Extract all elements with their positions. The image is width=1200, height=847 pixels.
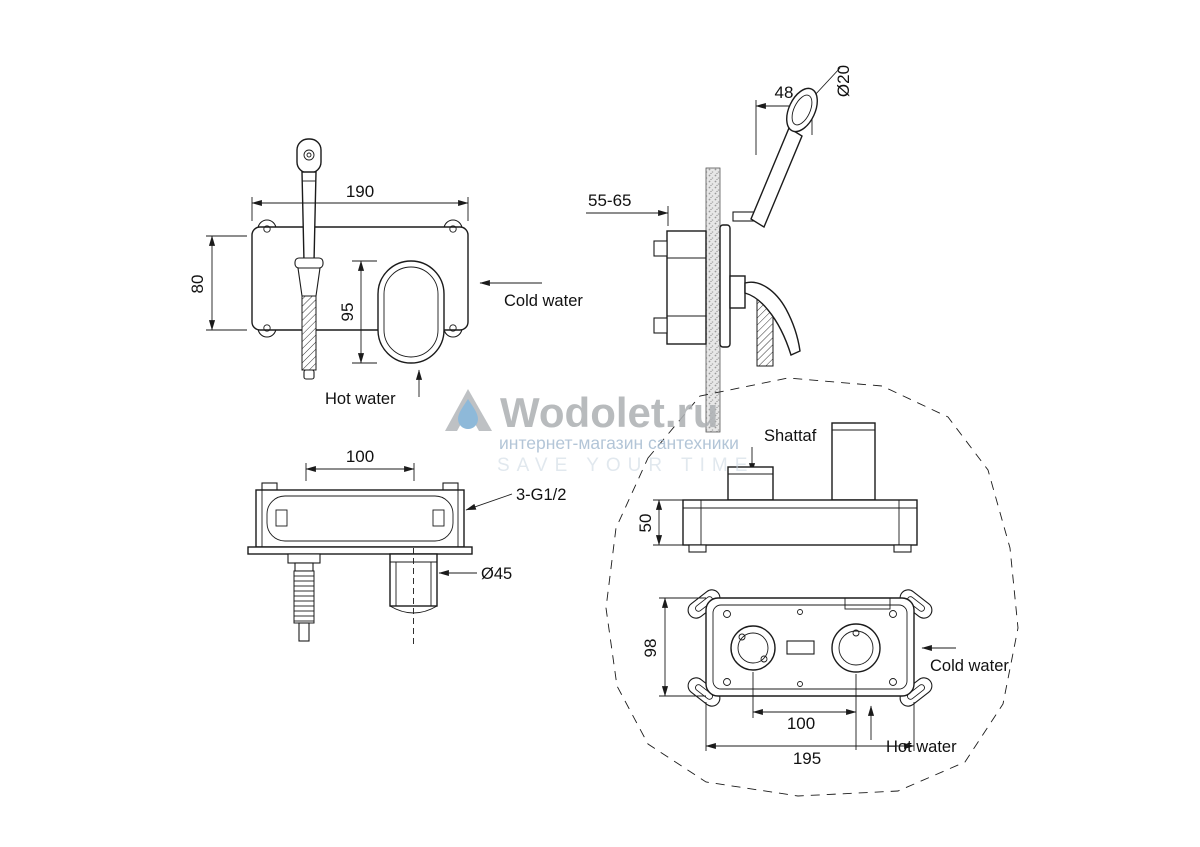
hot-valve-port (730, 625, 776, 671)
dim-axis-spacing: 100 (305, 447, 415, 481)
base-plate-plan (247, 546, 473, 555)
concealed-box-side (666, 230, 707, 345)
cold-water-callout-detail: Cold water (921, 644, 1009, 675)
hot-water-label: Hot water (325, 390, 396, 408)
watermark: SAVE YOUR TIME Wodolet.ru интернет-магаз… (445, 389, 754, 476)
cold-water-label: Cold water (930, 657, 1009, 675)
shattaf-label: Shattaf (764, 427, 817, 445)
holder-flange (287, 553, 321, 564)
concealed-box-front-elevation (687, 589, 933, 707)
detail-boundary (605, 377, 1019, 797)
hot-water-callout-detail: Hot water (867, 705, 957, 756)
center-plate (786, 640, 815, 655)
left-port-cylinder (727, 466, 774, 501)
dim-mounting-depth: 55-65 (586, 191, 669, 226)
plan-view: 100 3-G1/2 Ø45 (247, 447, 566, 648)
shower-hose (301, 295, 317, 371)
dim-box-height: 98 (641, 597, 706, 697)
sprayer-holder-ring (294, 257, 324, 269)
watermark-subtitle: интернет-магазин сантехники (499, 433, 739, 453)
box-foot (688, 544, 707, 553)
dim-handle-height: 95 (338, 260, 377, 364)
sprayer-handle-side (750, 126, 803, 229)
shattaf-callout: Shattaf (748, 427, 817, 474)
dim-plate-height: 80 (188, 235, 247, 331)
dim-d45-text: Ø45 (481, 565, 512, 583)
hose-coil-plan (293, 570, 315, 624)
front-view: 190 80 95 Cold water Hot water (188, 138, 583, 408)
cold-water-callout-front: Cold water (479, 279, 583, 310)
watermark-drop-icon (445, 389, 492, 431)
box-foot (893, 544, 912, 553)
sprayer-holder (297, 267, 321, 297)
dim-box-width: 195 (705, 702, 915, 768)
escutcheon-side (719, 224, 731, 348)
dim-55-65-text: 55-65 (588, 191, 631, 210)
cold-water-label: Cold water (504, 292, 583, 310)
dim-48-text: 48 (775, 83, 794, 102)
dim-100-detail-text: 100 (787, 714, 815, 733)
hot-water-label: Hot water (886, 738, 957, 756)
sprayer-head (296, 138, 322, 174)
dim-195-text: 195 (793, 749, 821, 768)
inlet-stub (653, 317, 668, 334)
side-view: 48 Ø20 55-65 (586, 65, 853, 433)
valve-body-side (729, 275, 746, 309)
mixer-lever-side (744, 281, 801, 356)
dim-95-text: 95 (338, 303, 357, 322)
thread-label: 3-G1/2 (516, 486, 566, 504)
hose-tail (298, 622, 310, 642)
sprayer-handle (301, 171, 317, 263)
dim-d20-text: Ø20 (834, 65, 853, 97)
dim-190-text: 190 (346, 182, 374, 201)
thread-callout: 3-G1/2 (465, 486, 566, 511)
dim-80-text: 80 (188, 275, 207, 294)
dim-plate-width: 190 (251, 182, 469, 221)
box-body-side (682, 499, 918, 546)
right-port-cylinder (831, 422, 876, 501)
body-plan (255, 489, 465, 548)
detail-view: Shattaf 50 (605, 377, 1019, 797)
dim-50-text: 50 (636, 514, 655, 533)
concealed-box-side-elevation (682, 422, 918, 553)
watermark-tagline: SAVE YOUR TIME (497, 455, 754, 476)
dim-100-plan-text: 100 (346, 447, 374, 466)
shattaf-sprayer-front (294, 138, 324, 380)
hot-water-callout-front: Hot water (325, 369, 423, 408)
dim-box-depth: 50 (636, 499, 683, 546)
dim-spray-diameter: Ø20 (813, 65, 853, 97)
inlet-stub (653, 240, 668, 257)
dim-98-text: 98 (641, 639, 660, 658)
mixer-handle (377, 260, 445, 364)
sprayer-head-side (786, 87, 818, 133)
spout-diameter-callout: Ø45 (438, 565, 512, 583)
hose-end (303, 369, 315, 380)
dim-valve-spacing: 100 (752, 672, 857, 750)
watermark-brand: Wodolet.ru (500, 389, 719, 436)
